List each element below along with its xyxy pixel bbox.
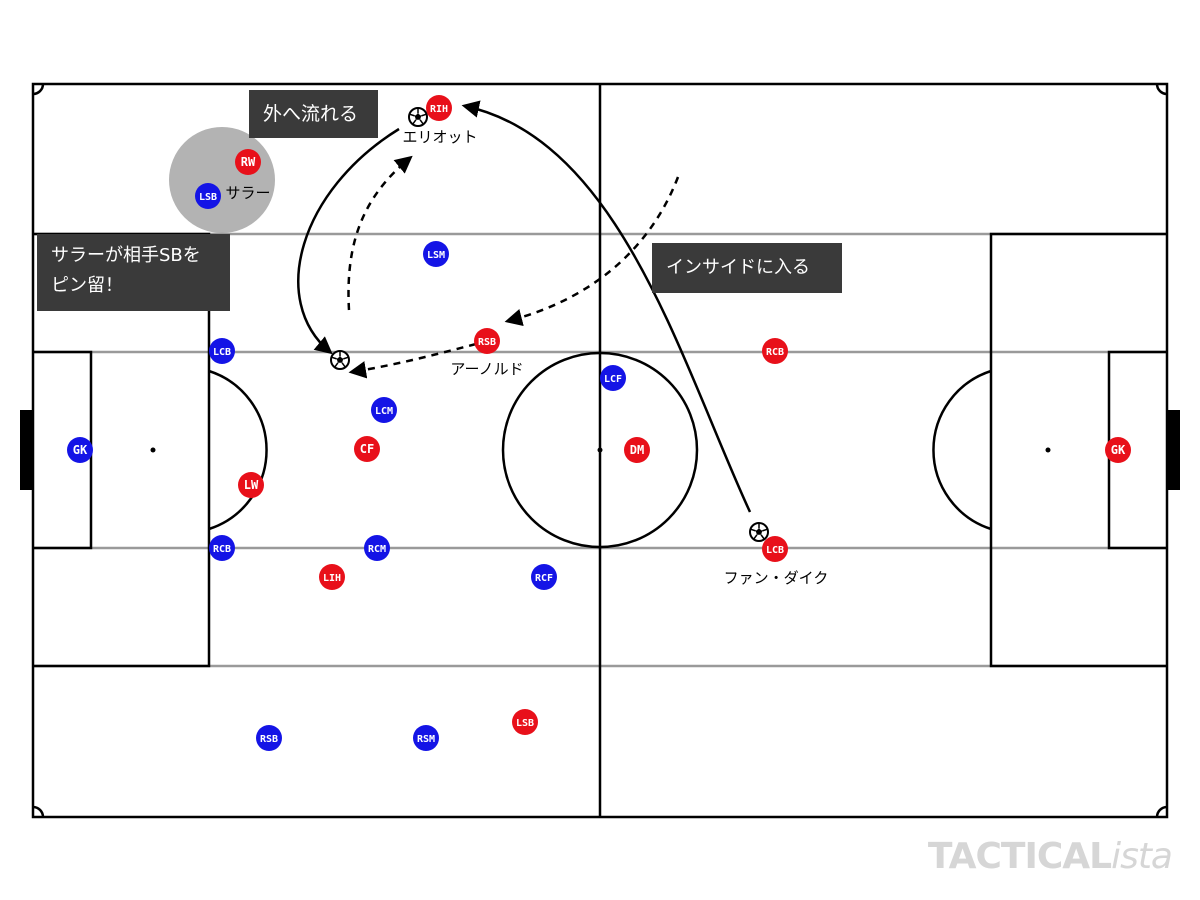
callout-outside: 外へ流れる <box>249 90 378 138</box>
player-marker <box>762 536 788 562</box>
player-label: RCB <box>766 347 784 358</box>
salah-highlight <box>169 127 275 233</box>
watermark-main: TACTICAL <box>927 836 1112 877</box>
player-label: CF <box>360 442 374 456</box>
ball-icon-van-dijk <box>749 522 769 542</box>
player-marker <box>474 328 500 354</box>
player-label: LSB <box>516 718 534 729</box>
player-label: LCF <box>604 374 622 385</box>
player-red-lsb: LSB <box>512 709 538 735</box>
player-label: RCM <box>368 544 386 555</box>
callout-pin-line2: ピン留！ <box>51 275 123 296</box>
player-red-dm: DM <box>624 437 650 463</box>
watermark: TACTICALista <box>927 836 1173 877</box>
player-marker <box>238 472 264 498</box>
player-red-lcb: LCB <box>762 536 788 562</box>
player-blue-rsm: RSM <box>413 725 439 751</box>
player-label: RIH <box>430 104 448 115</box>
name-van-dijk: ファン・ダイク <box>724 569 829 587</box>
name-elliott: エリオット <box>402 128 477 146</box>
players-layer: RIH RW LSB LSM RSB LCB LCM CF GK LW RCB RCM LIH RCF LC… <box>67 95 1131 751</box>
player-marker <box>235 149 261 175</box>
player-red-lih: LIH <box>319 564 345 590</box>
player-blue-rcf: RCF <box>531 564 557 590</box>
player-blue-rsb: RSB <box>256 725 282 751</box>
player-marker <box>209 535 235 561</box>
callout-outside-text: 外へ流れる <box>263 103 359 125</box>
player-label: LW <box>244 478 259 492</box>
pass-elliott-to-drop <box>297 127 400 355</box>
movement-arrows <box>297 100 752 513</box>
player-blue-lcf: LCF <box>600 365 626 391</box>
player-marker <box>209 338 235 364</box>
player-blue-lsb: LSB <box>195 183 221 209</box>
player-red-rsb: RSB <box>474 328 500 354</box>
player-label: LSM <box>427 250 445 261</box>
player-blue-gk: GK <box>67 437 93 463</box>
player-marker <box>423 241 449 267</box>
player-red-rih: RIH <box>426 95 452 121</box>
watermark-italic: ista <box>1111 836 1173 877</box>
name-salah: サラー <box>225 184 270 202</box>
player-marker <box>364 535 390 561</box>
player-blue-lcm: LCM <box>371 397 397 423</box>
name-arnold: アーノルド <box>450 360 523 378</box>
player-marker <box>67 437 93 463</box>
player-red-cf: CF <box>354 436 380 462</box>
player-label: RCB <box>213 544 231 555</box>
player-blue-lcb: LCB <box>209 338 235 364</box>
player-label: RSB <box>260 734 278 745</box>
player-marker <box>531 564 557 590</box>
player-marker <box>426 95 452 121</box>
pitch-spots <box>150 447 1051 453</box>
player-marker <box>762 338 788 364</box>
player-marker <box>371 397 397 423</box>
player-red-gk: GK <box>1105 437 1131 463</box>
player-label: GK <box>73 443 88 457</box>
player-label: LSB <box>199 192 217 203</box>
player-marker <box>624 437 650 463</box>
left-goal <box>20 410 33 490</box>
player-marker <box>256 725 282 751</box>
player-label: LCM <box>375 406 393 417</box>
player-blue-rcm: RCM <box>364 535 390 561</box>
player-red-rcb: RCB <box>762 338 788 364</box>
player-blue-rcb: RCB <box>209 535 235 561</box>
right-goal <box>1167 410 1180 490</box>
callout-inside-text: インサイドに入る <box>666 257 810 278</box>
callout-inside: インサイドに入る <box>652 243 842 293</box>
player-marker <box>413 725 439 751</box>
player-label: RSB <box>478 337 496 348</box>
callout-pin: サラーが相手SBを ピン留！ <box>37 234 230 311</box>
player-label: DM <box>630 443 644 457</box>
player-label: LCB <box>213 347 231 358</box>
van-dijk-long-pass <box>461 100 752 513</box>
player-blue-lsm: LSM <box>423 241 449 267</box>
player-label: RSM <box>417 734 435 745</box>
ball-icon-drop <box>330 350 350 370</box>
player-marker <box>354 436 380 462</box>
run-inside <box>504 176 680 326</box>
player-marker <box>1105 437 1131 463</box>
player-label: GK <box>1111 443 1126 457</box>
ball-icon-elliott <box>408 107 428 127</box>
player-marker <box>512 709 538 735</box>
pass-arnold-to-drop <box>348 342 477 379</box>
player-red-rw: RW <box>235 149 261 175</box>
player-marker <box>319 564 345 590</box>
player-red-lw: LW <box>238 472 264 498</box>
player-label: LIH <box>323 573 341 584</box>
player-label: LCB <box>766 545 784 556</box>
player-label: RCF <box>535 573 553 584</box>
callout-pin-line1: サラーが相手SBを <box>51 245 201 266</box>
player-marker <box>195 183 221 209</box>
player-label: RW <box>241 155 256 169</box>
player-marker <box>600 365 626 391</box>
